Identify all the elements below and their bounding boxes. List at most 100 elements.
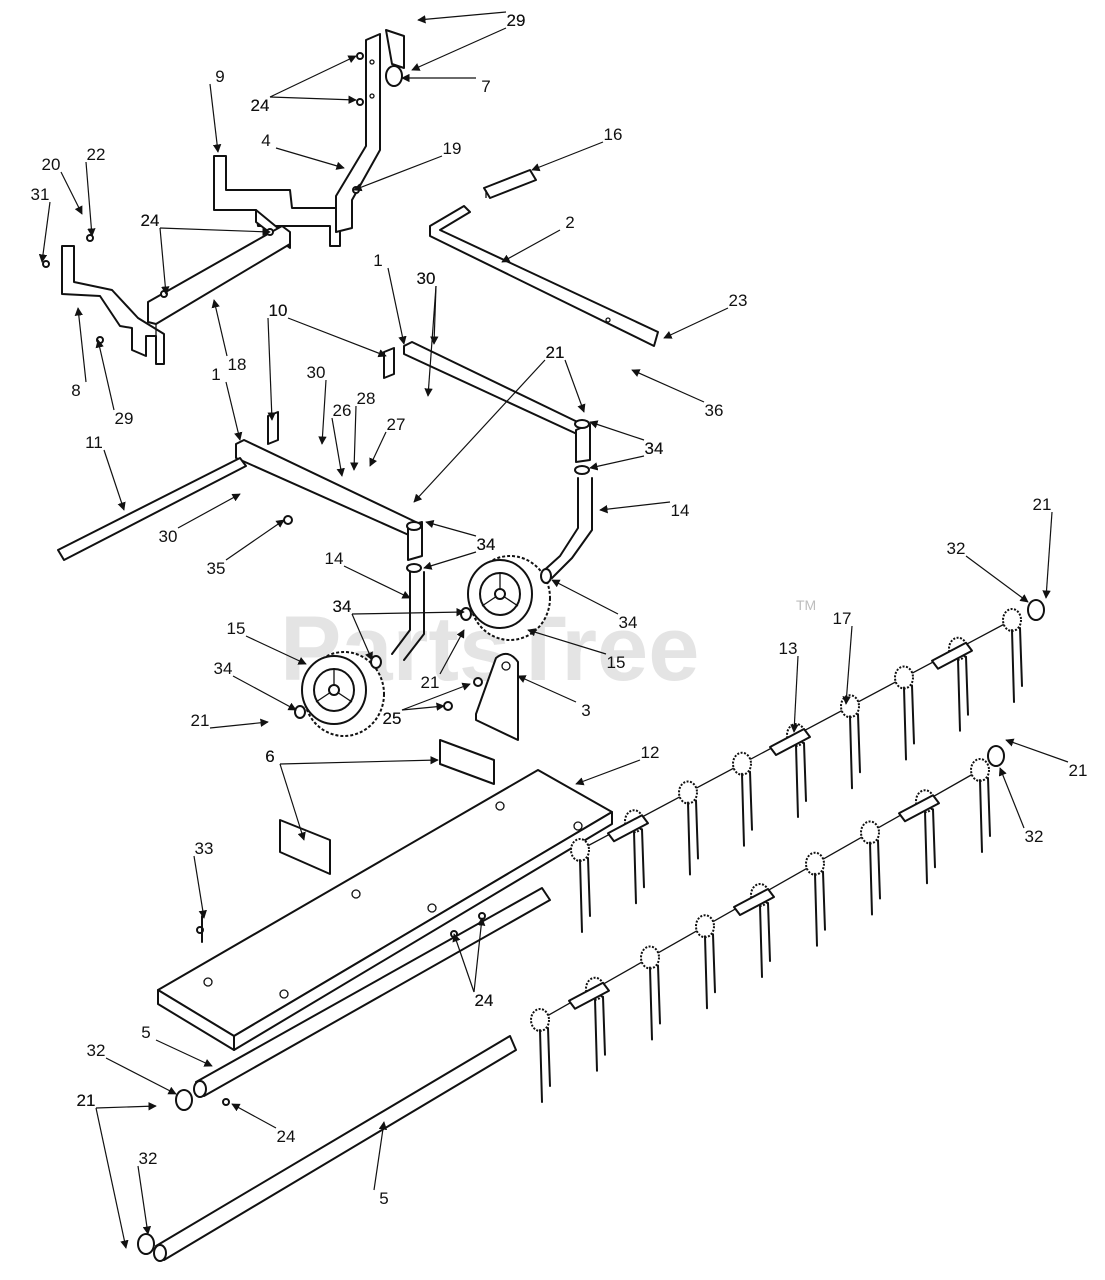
callout-leader-23	[663, 307, 729, 339]
callout-leader-8	[74, 307, 87, 383]
callout-number-34: 34	[333, 597, 352, 616]
callout-number-32: 32	[947, 539, 966, 558]
callout-leader-24	[269, 55, 357, 98]
callout-number-22: 22	[87, 145, 106, 164]
callout-number-12: 12	[641, 743, 660, 762]
callout-leader-29	[417, 11, 507, 24]
callout-leader-21	[95, 1102, 157, 1111]
callout-number-10: 10	[269, 301, 288, 320]
tine-leg	[687, 799, 699, 876]
callout-number-6: 6	[265, 747, 274, 766]
callout-number-21: 21	[546, 343, 565, 362]
callout-leader-6	[279, 763, 306, 841]
callout-number-31: 31	[31, 185, 50, 204]
tine-mount-clip	[898, 794, 940, 823]
callout-number-13: 13	[779, 639, 798, 658]
callout-number-29: 29	[115, 409, 134, 428]
part-34-washers	[294, 419, 590, 719]
callout-number-5: 5	[141, 1023, 150, 1042]
callout-leader-25	[401, 702, 445, 711]
callout-number-34: 34	[477, 535, 496, 554]
callout-leader-21	[209, 718, 269, 729]
callout-number-6: 6	[265, 747, 274, 766]
callout-leader-21	[439, 629, 465, 675]
callout-leader-34	[589, 420, 645, 441]
callout-leader-34	[423, 551, 477, 570]
callout-number-24: 24	[141, 211, 160, 230]
part-7-latch	[385, 29, 405, 87]
callout-leader-16	[531, 141, 604, 172]
part-11-shaft	[57, 457, 247, 561]
tine-coil	[530, 1008, 550, 1032]
callout-leader-33	[193, 855, 207, 919]
part-12-deck-frame	[157, 769, 613, 1051]
callout-number-34: 34	[645, 439, 664, 458]
callout-number-10: 10	[269, 301, 288, 320]
tine-coil	[894, 665, 914, 690]
part-14-wheel-arm-right	[539, 477, 593, 579]
callout-number-29: 29	[507, 11, 526, 30]
callout-number-15: 15	[607, 653, 626, 672]
part-15-wheel-left	[301, 651, 385, 737]
tine-leg	[649, 964, 661, 1041]
callout-leader-18	[211, 299, 228, 357]
callout-number-24: 24	[141, 211, 160, 230]
callout-leader-24	[159, 227, 271, 236]
callout-leader-3	[517, 675, 577, 703]
callout-number-30: 30	[417, 269, 436, 288]
callout-leader-29	[95, 339, 115, 411]
callout-number-34: 34	[214, 659, 233, 678]
callout-leader-21	[95, 1107, 129, 1249]
callout-leader-22	[85, 161, 96, 237]
callout-leader-10	[287, 317, 387, 358]
tine-leg	[1011, 627, 1023, 703]
tine-leg	[869, 839, 881, 916]
callout-leader-19	[353, 155, 443, 192]
callout-leader-4	[275, 147, 345, 170]
tine-coil	[678, 780, 698, 805]
callout-leader-24	[452, 933, 475, 993]
callout-number-24: 24	[251, 96, 270, 115]
callout-number-32: 32	[139, 1149, 158, 1168]
callout-leader-21	[1042, 511, 1053, 599]
tine-leg	[539, 1027, 551, 1103]
callout-number-15: 15	[227, 619, 246, 638]
callout-leader-24	[231, 1103, 277, 1129]
callout-number-27: 27	[387, 415, 406, 434]
callout-leader-21	[564, 359, 586, 413]
callout-number-33: 33	[195, 839, 214, 858]
callout-leader-32	[998, 767, 1025, 829]
callout-number-35: 35	[207, 559, 226, 578]
callout-number-9: 9	[215, 67, 224, 86]
callout-number-30: 30	[159, 527, 178, 546]
callout-number-34: 34	[619, 613, 638, 632]
callout-number-7: 7	[481, 77, 490, 96]
callout-leader-6	[279, 755, 439, 765]
callout-number-29: 29	[507, 11, 526, 30]
callout-leader-1	[387, 267, 407, 345]
callout-number-21: 21	[77, 1091, 96, 1110]
callout-number-5: 5	[379, 1189, 388, 1208]
callout-number-14: 14	[671, 501, 690, 520]
callout-number-1: 1	[373, 251, 382, 270]
part-4-vertical-bracket	[335, 33, 381, 233]
tine-leg	[814, 870, 826, 947]
tine-leg	[579, 857, 591, 933]
callout-leader-32	[137, 1165, 152, 1235]
callout-leader-29	[411, 27, 507, 71]
callout-leader-21	[413, 359, 546, 503]
callout-number-25: 25	[383, 709, 402, 728]
callout-number-34: 34	[477, 535, 496, 554]
callout-leader-10	[267, 317, 276, 421]
callout-number-32: 32	[1025, 827, 1044, 846]
callout-leader-35	[225, 519, 285, 561]
part-5-tine-shaft-lower	[153, 1035, 517, 1262]
part-6-brackets	[279, 739, 495, 875]
callout-number-34: 34	[645, 439, 664, 458]
callout-leader-5	[155, 1039, 213, 1067]
callout-leader-11	[103, 449, 126, 511]
callout-leader-31	[38, 201, 51, 263]
callout-leader-24	[473, 917, 486, 993]
